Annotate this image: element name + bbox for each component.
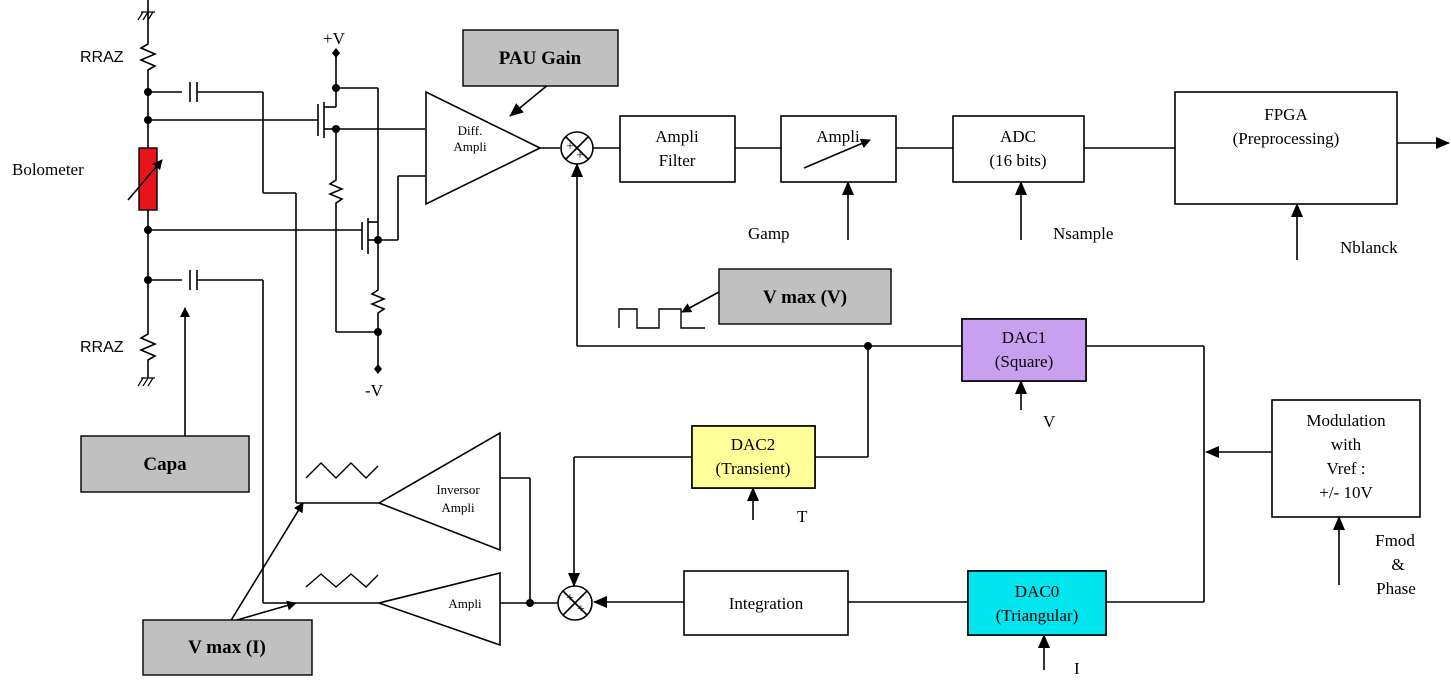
- capa-box: [80, 435, 250, 493]
- dac2-box: [691, 425, 816, 489]
- modulation-label-2: with: [1331, 435, 1362, 454]
- modulation-label-1: Modulation: [1306, 411, 1386, 430]
- dac0-box: [967, 570, 1107, 636]
- r-raz-top-label: RRAZ: [80, 49, 124, 66]
- gamp-label: Gamp: [748, 224, 790, 243]
- diff-ampli-label-1: Diff.: [458, 123, 483, 138]
- vmax-v-box: [718, 268, 892, 325]
- nsample-label: Nsample: [1053, 224, 1113, 243]
- adc-label-1: ADC: [1000, 127, 1036, 146]
- integration-label: Integration: [729, 594, 804, 613]
- modulation-label-4: +/- 10V: [1319, 483, 1373, 502]
- ampersand-label: &: [1391, 555, 1404, 574]
- fmod-label: Fmod: [1375, 531, 1415, 550]
- sum-top-plus-1: +: [566, 138, 573, 153]
- pau-gain-label: PAU Gain: [499, 48, 582, 69]
- pau-gain-box: [462, 29, 619, 87]
- ampli-gain-label: Ampli: [816, 127, 860, 146]
- vmax-v-label: V max (V): [763, 287, 847, 308]
- fpga-label-1: FPGA: [1264, 105, 1308, 124]
- vmax-i-box: [142, 619, 313, 676]
- i-label: I: [1074, 659, 1080, 678]
- vmax-i-label: V max (I): [188, 637, 266, 658]
- fpga-label-2: (Preprocessing): [1233, 129, 1340, 148]
- plus-v-label: +V: [323, 29, 346, 48]
- dac1-label-1: DAC1: [1002, 328, 1046, 347]
- ampli-filter-label-2: Filter: [659, 151, 696, 170]
- dac2-label-2: (Transient): [716, 459, 791, 478]
- dac0-label-2: (Triangular): [996, 606, 1078, 625]
- t-label: T: [797, 507, 808, 526]
- r-raz-bottom-label: RRAZ: [80, 339, 124, 356]
- diff-ampli-label-2: Ampli: [453, 139, 487, 154]
- modulation-label-3: Vref :: [1326, 459, 1365, 478]
- nblanck-label: Nblanck: [1340, 238, 1398, 257]
- capa-label: Capa: [143, 454, 187, 475]
- inversor-ampli-label-2: Ampli: [441, 500, 475, 515]
- ampli-tri-label: Ampli: [448, 596, 482, 611]
- dac1-box: [961, 318, 1087, 382]
- ampli-filter-label-1: Ampli: [655, 127, 699, 146]
- dac1-label-2: (Square): [995, 352, 1054, 371]
- v-label: V: [1043, 412, 1056, 431]
- inversor-ampli-label-1: Inversor: [436, 482, 480, 497]
- sum-bottom-plus-1: +: [566, 591, 574, 606]
- phase-label: Phase: [1376, 579, 1416, 598]
- dac0-label-1: DAC0: [1015, 582, 1059, 601]
- minus-v-label: -V: [365, 381, 384, 400]
- bolometer-element: [138, 147, 158, 211]
- bolometer-label: Bolometer: [12, 160, 84, 179]
- sum-top-plus-2: +: [576, 147, 583, 162]
- adc-label-2: (16 bits): [989, 151, 1046, 170]
- sum-bottom-plus-2: +: [577, 602, 585, 617]
- dac2-label-1: DAC2: [731, 435, 775, 454]
